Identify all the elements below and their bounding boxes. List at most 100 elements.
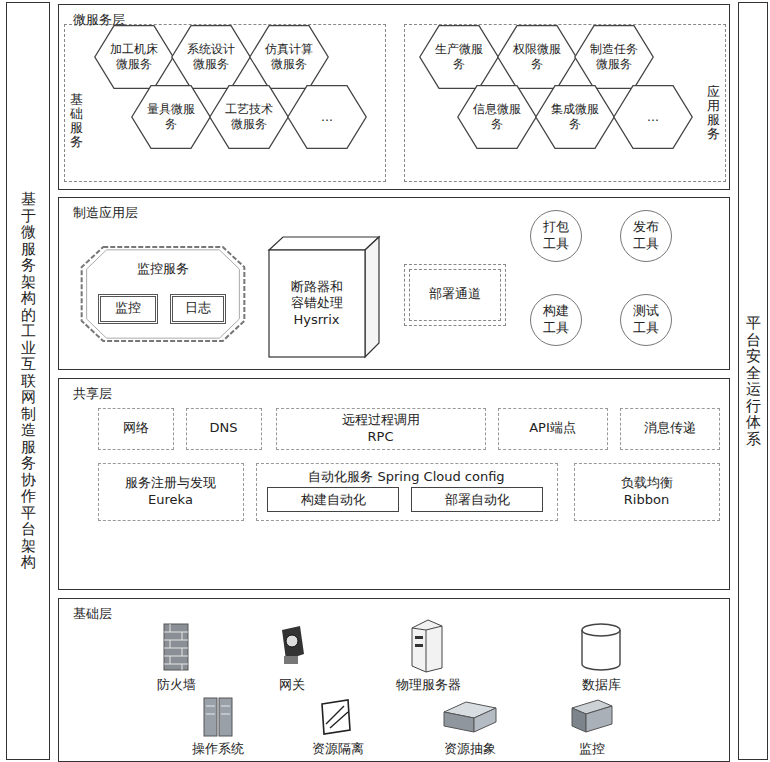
hexagon-shape	[95, 26, 173, 89]
service-hexagon: …	[613, 85, 693, 149]
node-text: RPC	[368, 429, 394, 445]
node-text: 测试工具	[632, 303, 660, 336]
node-text: 基础服务	[70, 93, 83, 150]
breaker-cube: 断路器和容错处理Hysrrix	[268, 236, 380, 358]
service-hexagon: 系统设计微服务	[171, 25, 251, 89]
database-icon	[582, 624, 620, 670]
icon-caption: 物理服务器	[396, 676, 461, 694]
icon-caption: 网关	[279, 676, 305, 694]
layer-panel: 共享层网络DNS远程过程调用RPCAPI端点消息传递服务注册与发现Eureka自…	[58, 378, 730, 590]
service-hexagon: …	[287, 85, 367, 149]
tool-circle: 发布工具	[620, 210, 672, 262]
node-text: 系统设计微服务	[184, 42, 238, 72]
shared-box: DNS	[186, 408, 262, 450]
service-hexagon: 工艺技术微服务	[209, 85, 289, 149]
service-group: 应用服务 生产微服务权限微服务制造任务微服务信息微服务集成微服务 …	[404, 24, 726, 182]
icon-caption: 数据库	[582, 676, 621, 694]
node-text: 消息传递	[644, 420, 696, 436]
abstraction-icon	[444, 702, 496, 732]
tool-circle: 测试工具	[620, 294, 672, 346]
octagon-shape	[81, 246, 244, 340]
hexagon-shape	[250, 26, 328, 89]
node-text: 网络	[123, 420, 149, 436]
isolation-icon	[322, 700, 350, 734]
node-text: 发布工具	[632, 219, 660, 252]
node-text: 信息微服务	[470, 102, 524, 132]
log-box: 日志	[170, 294, 226, 324]
hexagon-shape	[536, 86, 614, 149]
automation-box: 自动化服务 Spring Cloud config 构建自动化 部署自动化	[256, 463, 558, 521]
node-text: 微服务层	[73, 11, 715, 29]
node-text: 应用服务	[707, 85, 720, 142]
node-text: Hysrrix	[293, 312, 339, 328]
node-text: 日志	[185, 300, 211, 316]
icon-caption: 资源隔离	[312, 740, 364, 758]
firewall-icon	[164, 624, 188, 670]
automation-item: 部署自动化	[411, 487, 543, 512]
node-text: 加工机床微服务	[107, 42, 161, 72]
hexagon-shape	[614, 86, 692, 149]
node-text: 服务注册与发现	[125, 475, 216, 491]
shared-box: 消息传递	[620, 408, 720, 450]
node-text: …	[647, 110, 659, 125]
shared-box: 远程过程调用RPC	[276, 408, 486, 450]
shared-box: API端点	[498, 408, 608, 450]
service-hexagon: 制造任务微服务	[574, 25, 654, 89]
node-text: 远程过程调用	[342, 412, 420, 428]
node-text: 监控服务	[137, 260, 189, 278]
node-text: Eureka	[148, 492, 193, 508]
cube-front	[269, 250, 365, 357]
node-text: 监控	[115, 300, 141, 316]
node-text: 基于微服务架构的工业互联网制造服务协作平台架构	[21, 191, 36, 571]
icon-caption: 防火墙	[157, 676, 196, 694]
node-text: 生产微服务	[432, 42, 486, 72]
hexagon-shape	[458, 86, 536, 149]
node-text: 平台安全运行体系	[746, 315, 761, 447]
service-hexagon: 信息微服务	[457, 85, 537, 149]
shared-box: 负载均衡Ribbon	[574, 463, 720, 521]
automation-item: 构建自动化	[267, 487, 399, 512]
node-text: 构建自动化	[301, 492, 366, 508]
hexagon-shape	[420, 26, 498, 89]
cube-side	[365, 237, 379, 357]
node-text: 构建工具	[542, 303, 570, 336]
tool-circle: 打包工具	[530, 210, 582, 262]
node-text: …	[321, 110, 333, 125]
shared-box: 网络	[98, 408, 174, 450]
node-text: 基础层	[73, 605, 715, 623]
node-text: 制造应用层	[73, 204, 715, 222]
node-text: 权限微服务	[510, 42, 564, 72]
deploy-channel: 部署通道	[404, 264, 506, 326]
security-band: 平台安全运行体系	[738, 2, 768, 760]
service-hexagon: 量具微服务	[131, 85, 211, 149]
icon-caption: 资源抽象	[444, 740, 496, 758]
service-hexagon: 集成微服务	[535, 85, 615, 149]
icon-caption: 操作系统	[192, 740, 244, 758]
node-text: 部署自动化	[445, 492, 510, 508]
node-text: Ribbon	[624, 492, 669, 508]
hexagon-shape	[172, 26, 250, 89]
node-text: 集成微服务	[548, 102, 602, 132]
monitor-device-icon	[572, 700, 612, 732]
service-group: 基础服务 加工机床微服务系统设计微服务仿真计算微服务量具微服务工艺技术微服务 …	[64, 24, 386, 182]
gateway-icon	[282, 626, 304, 664]
monitor-octagon: 监控服务监控 日志	[80, 246, 246, 342]
layer-panel: 微服务层基础服务 加工机床微服务系统设计微服务仿真计算微服务量具微服务工艺技术微服…	[58, 4, 730, 190]
node-text: 自动化服务 Spring Cloud config	[308, 468, 504, 486]
icon-caption: 监控	[579, 740, 605, 758]
node-text: API端点	[529, 420, 576, 436]
node-text: 仿真计算微服务	[262, 42, 316, 72]
hexagon-shape	[498, 26, 576, 89]
os-icon	[204, 698, 232, 736]
service-hexagon: 权限微服务	[497, 25, 577, 89]
hexagon-shape	[210, 86, 288, 149]
hexagon-shape	[288, 86, 366, 149]
service-hexagon: 生产微服务	[419, 25, 499, 89]
node-text: 打包工具	[542, 219, 570, 252]
architecture-band: 基于微服务架构的工业互联网制造服务协作平台架构	[6, 2, 50, 760]
node-text: 负载均衡	[621, 475, 673, 491]
node-text: 部署通道	[429, 286, 481, 302]
hexagon-shape	[575, 26, 653, 89]
tool-circle: 构建工具	[530, 294, 582, 346]
